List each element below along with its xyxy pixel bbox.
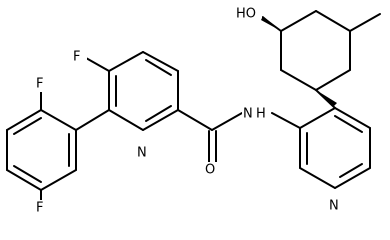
carbonyl-oxygen-label: O [205, 163, 215, 178]
lower-pyridine-ring [299, 107, 371, 189]
fluorine-atom-label: F [36, 201, 43, 216]
pyridine-nitrogen-label: N [137, 146, 147, 161]
stereo-wedge [261, 16, 281, 31]
amide-nitrogen-label: N [243, 107, 253, 122]
amide-cn-bond [211, 112, 243, 131]
difluorophenyl-ring [6, 109, 77, 191]
chemical-structure-diagram: F F F HO N N H O N [6, 6, 381, 216]
biaryl-bond [75, 109, 110, 131]
amide-hydrogen-label: H [256, 107, 266, 122]
methyl-bond [349, 13, 381, 32]
amide-n-aryl-bond [271, 112, 301, 129]
fluorine-atom-label: F [36, 77, 43, 92]
cyclohexane-ring [280, 10, 351, 91]
stereo-wedge [316, 90, 337, 106]
fluorine-atom-label: F [73, 50, 80, 65]
c-f-bond-top [85, 57, 110, 72]
hydroxyl-label: HO [236, 7, 256, 22]
central-pyridine-ring [108, 51, 179, 131]
ring-carbonyl-bond [177, 109, 213, 131]
pyridine-cyclohexyl-bond [315, 89, 336, 109]
pyridine-nitrogen-label: N [329, 199, 339, 214]
